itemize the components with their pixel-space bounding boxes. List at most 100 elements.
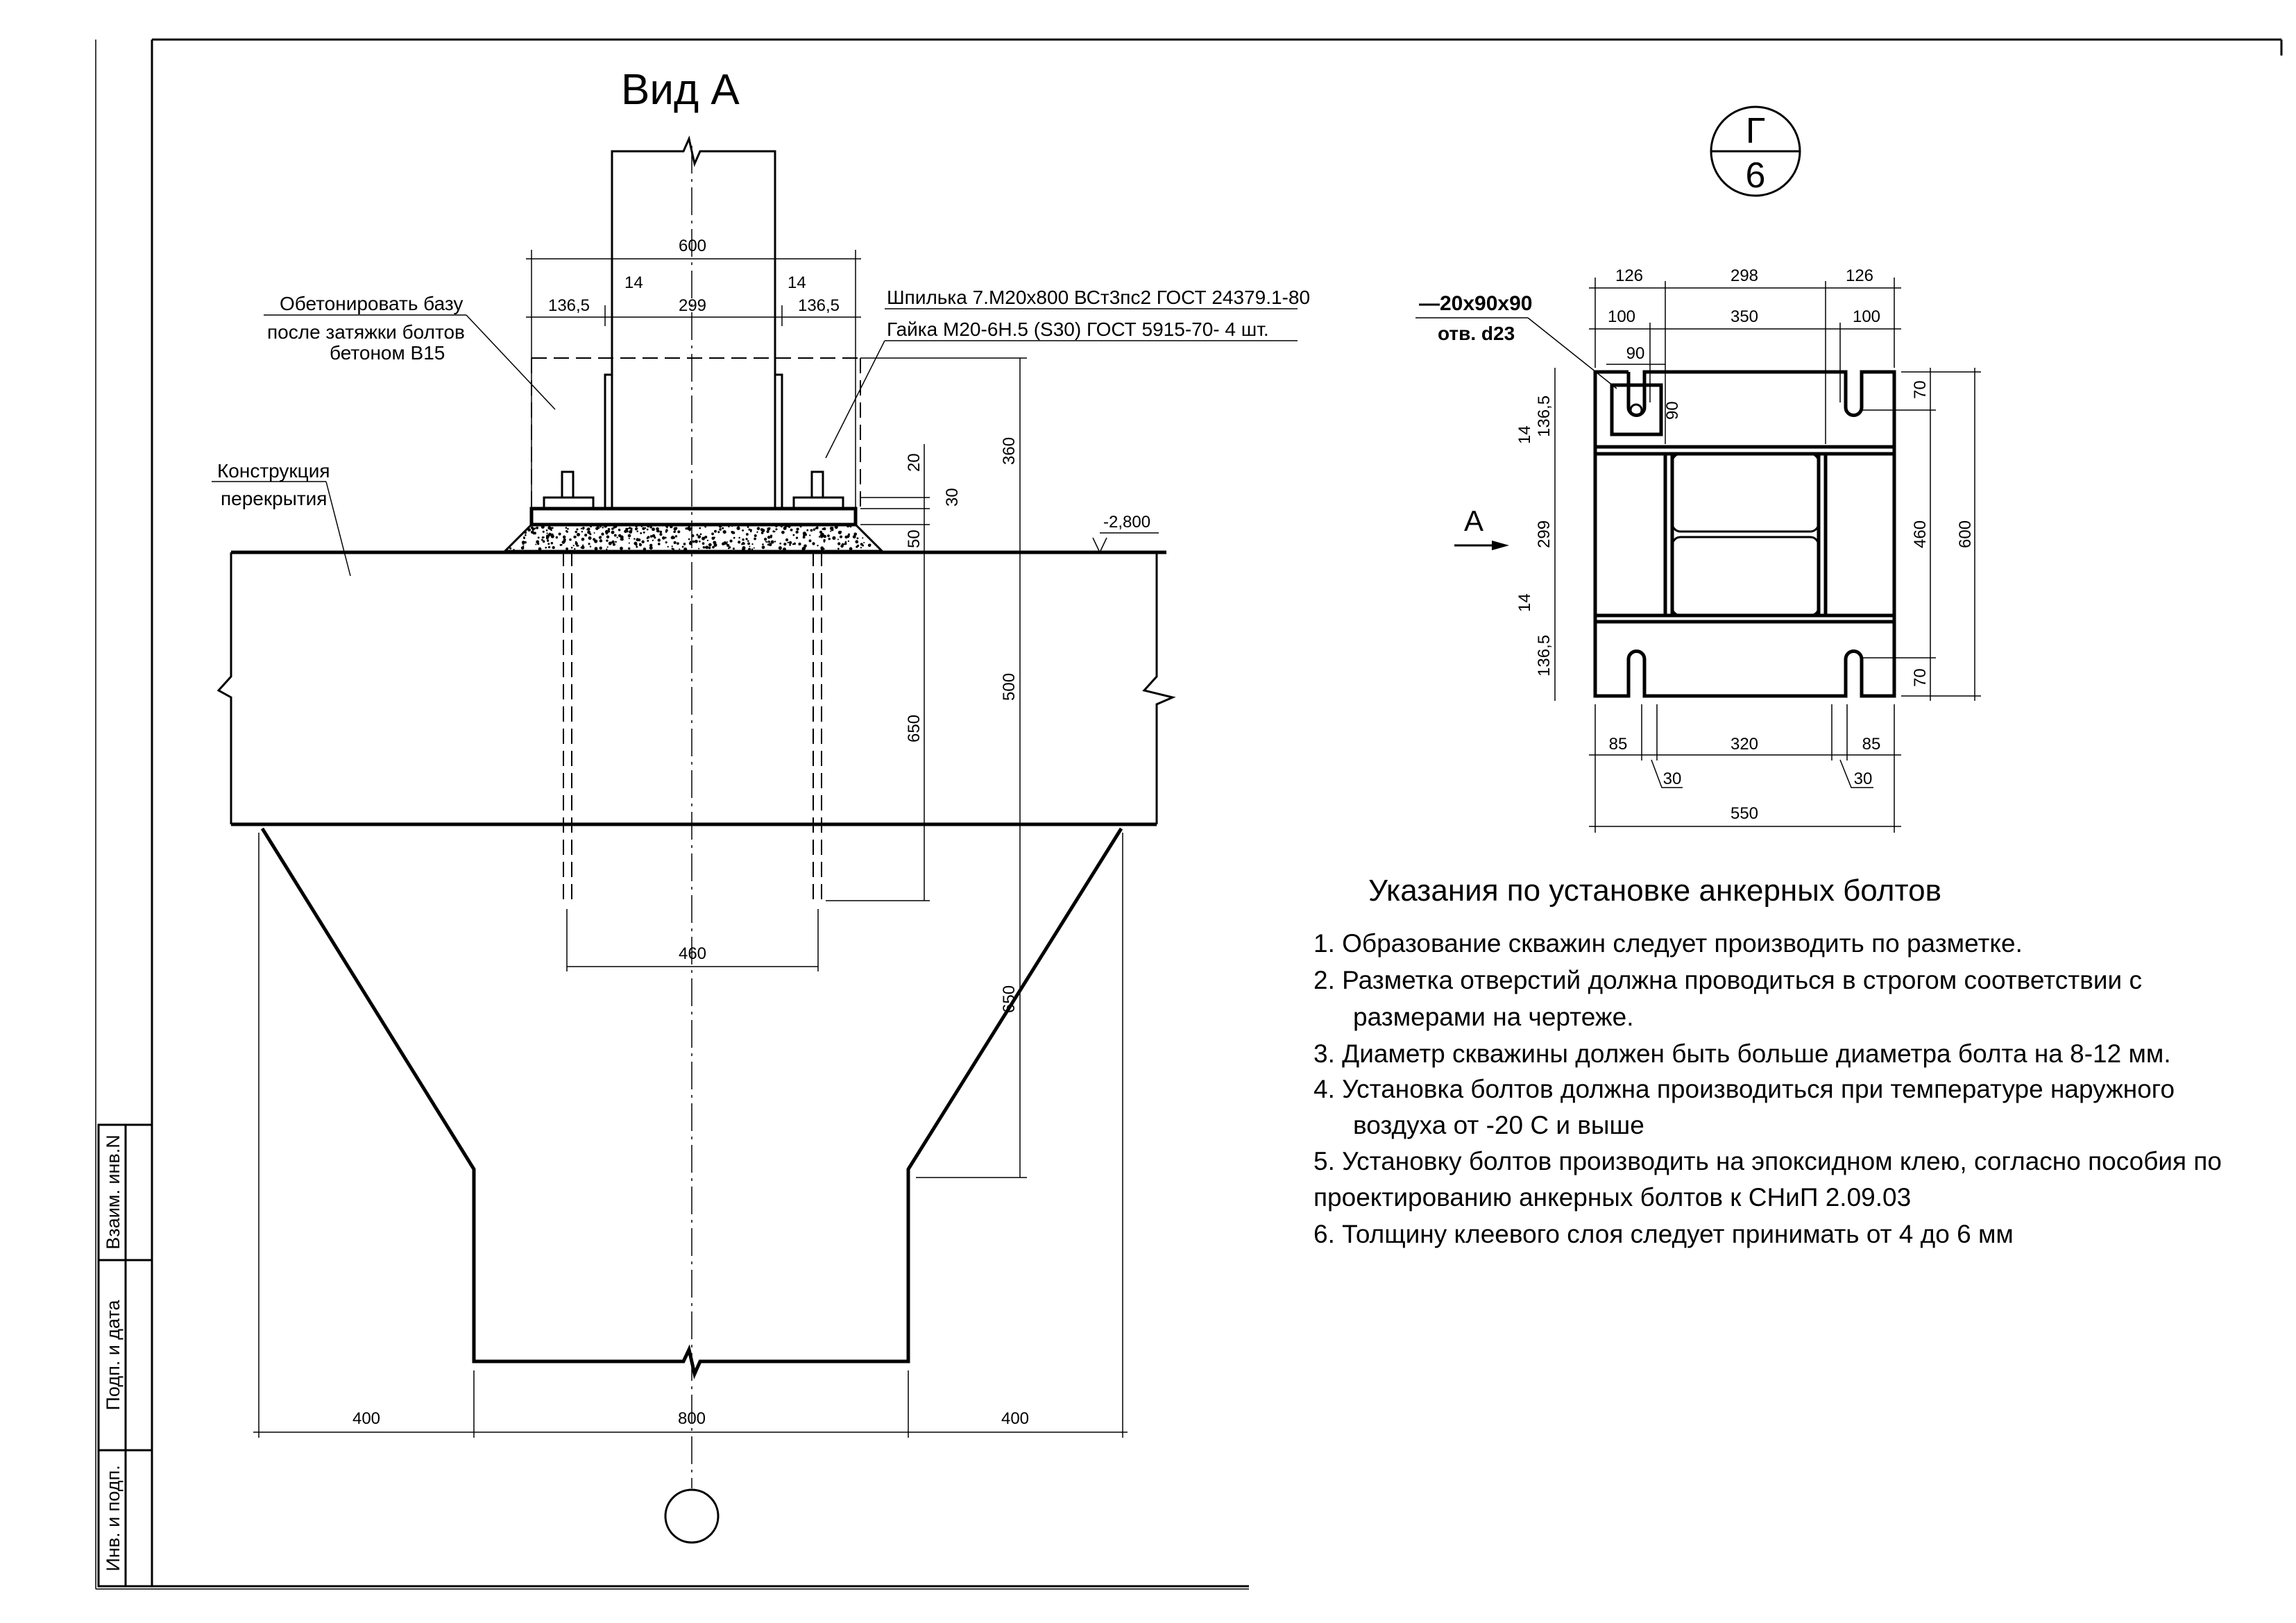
concrete-speckle <box>530 530 534 534</box>
svg-text:Г: Г <box>1746 111 1765 151</box>
concrete-speckle <box>741 543 743 545</box>
concrete-speckle <box>535 543 537 545</box>
concrete-speckle <box>659 530 663 534</box>
concrete-speckle <box>803 545 806 547</box>
axis-marker <box>664 1488 720 1544</box>
plan-dimensions: 126 298 126 100 350 100 90 90 136,5 14 2… <box>1515 266 1981 833</box>
concrete-speckle <box>636 530 639 532</box>
concrete-speckle <box>558 532 561 536</box>
concrete-speckle <box>545 529 548 532</box>
concrete-speckle <box>536 526 538 529</box>
svg-text:500: 500 <box>1000 673 1019 701</box>
concrete-speckle <box>719 528 722 531</box>
note-line: 1. Образование скважин следует производи… <box>1313 929 2023 958</box>
concrete-speckle <box>697 535 701 539</box>
concrete-speckle <box>785 538 789 542</box>
washer-plate <box>1610 383 1663 436</box>
concrete-speckle <box>524 531 527 534</box>
concrete-speckle <box>582 527 585 529</box>
concrete-speckle <box>522 536 525 538</box>
concrete-speckle <box>747 540 749 542</box>
concrete-speckle <box>657 538 661 542</box>
concrete-speckle <box>722 527 724 529</box>
concrete-speckle <box>652 534 656 538</box>
concrete-speckle <box>550 534 554 538</box>
concrete-speckle <box>816 526 819 528</box>
concrete-speckle <box>760 532 764 534</box>
svg-text:—20х90х90: —20х90х90 <box>1419 292 1532 315</box>
concrete-speckle <box>561 541 566 544</box>
concrete-speckle <box>749 545 751 547</box>
svg-text:298: 298 <box>1730 266 1758 285</box>
concrete-speckle <box>754 537 756 541</box>
concrete-speckle <box>621 536 623 538</box>
concrete-speckle <box>847 533 851 536</box>
concrete-grout <box>502 523 885 552</box>
svg-text:460: 460 <box>679 944 706 963</box>
concrete-speckle <box>589 545 592 547</box>
concrete-speckle <box>599 536 602 538</box>
svg-text:14: 14 <box>1515 425 1534 444</box>
concrete-speckle <box>753 547 755 549</box>
svg-text:Шпилька 7.М20х800 ВСт3пс2 ГОСТ: Шпилька 7.М20х800 ВСт3пс2 ГОСТ 24379.1-8… <box>887 287 1310 308</box>
concrete-speckle <box>606 546 609 548</box>
concrete-speckle <box>627 527 629 529</box>
concrete-speckle <box>860 543 863 546</box>
svg-text:136,5: 136,5 <box>1535 635 1554 677</box>
concrete-speckle <box>607 528 611 531</box>
svg-text:6: 6 <box>1746 155 1766 196</box>
concrete-speckle <box>745 538 748 541</box>
concrete-speckle <box>588 536 592 540</box>
concrete-speckle <box>662 536 665 540</box>
concrete-speckle <box>527 528 532 532</box>
concrete-speckle <box>522 545 525 547</box>
bolt-hole <box>1629 403 1643 417</box>
note-line: 4. Установка болтов должна производиться… <box>1313 1075 2175 1103</box>
concrete-speckle <box>608 541 612 545</box>
svg-text:Обетонировать базу: Обетонировать базу <box>280 293 463 314</box>
concrete-speckle <box>521 541 525 545</box>
concrete-speckle <box>761 529 765 532</box>
concrete-speckle <box>594 539 598 543</box>
concrete-speckle <box>691 534 695 538</box>
label-stud: Шпилька 7.М20х800 ВСт3пс2 ГОСТ 24379.1-8… <box>825 287 1310 459</box>
concrete-speckle <box>563 538 566 542</box>
concrete-speckle <box>546 532 548 534</box>
concrete-speckle <box>732 547 735 550</box>
concrete-speckle <box>780 525 783 528</box>
concrete-speckle <box>552 545 555 550</box>
concrete-speckle <box>722 529 726 534</box>
svg-text:136,5: 136,5 <box>548 296 590 315</box>
concrete-speckle <box>754 534 757 538</box>
svg-text:14: 14 <box>1515 593 1534 612</box>
svg-text:460: 460 <box>1911 520 1930 548</box>
concrete-speckle <box>783 547 786 552</box>
concrete-speckle <box>618 528 621 532</box>
concrete-speckle <box>580 527 583 529</box>
concrete-speckle <box>738 541 741 544</box>
concrete-speckle <box>789 544 791 546</box>
concrete-speckle <box>756 531 758 533</box>
concrete-speckle <box>768 527 771 529</box>
concrete-speckle <box>779 542 782 545</box>
concrete-speckle <box>588 543 590 545</box>
concrete-speckle <box>562 535 566 539</box>
concrete-speckle <box>665 530 667 533</box>
concrete-speckle <box>714 529 717 533</box>
concrete-speckle <box>654 536 656 539</box>
concrete-speckle <box>616 536 618 538</box>
concrete-speckle <box>847 540 850 543</box>
concrete-speckle <box>799 525 802 528</box>
svg-text:14: 14 <box>624 273 643 292</box>
concrete-speckle <box>567 527 569 530</box>
svg-text:320: 320 <box>1730 735 1758 754</box>
concrete-speckle <box>863 541 865 544</box>
concrete-speckle <box>626 530 629 533</box>
note-line: 5. Установку болтов производить на эпокс… <box>1313 1147 2222 1175</box>
concrete-speckle <box>793 542 797 545</box>
concrete-speckle <box>664 536 667 539</box>
concrete-speckle <box>787 541 789 543</box>
concrete-speckle <box>628 547 631 550</box>
concrete-speckle <box>566 530 568 532</box>
svg-text:30: 30 <box>1663 770 1682 788</box>
